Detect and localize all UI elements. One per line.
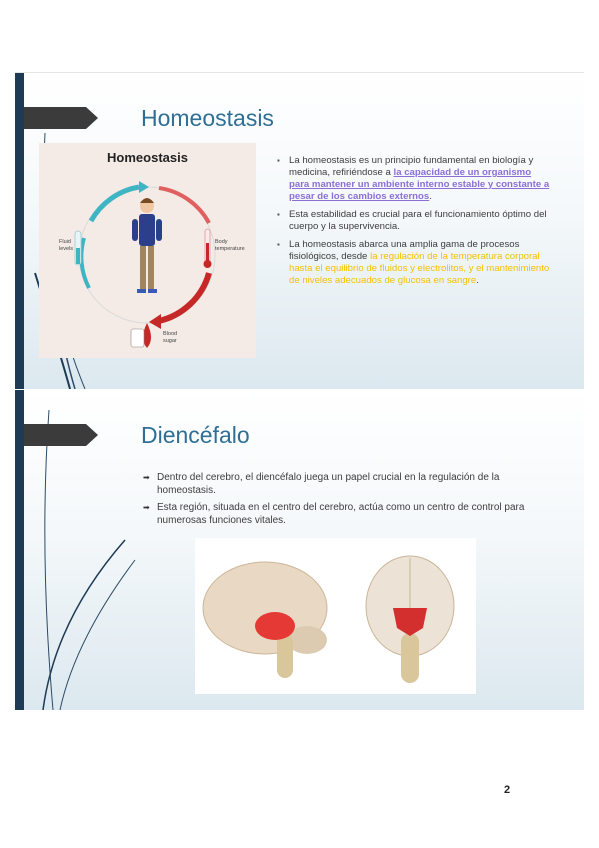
slide-title: Diencéfalo (141, 422, 250, 448)
bullet-item: Dentro del cerebro, el diencéfalo juega … (143, 472, 553, 497)
bullet-text: Esta región, situada en el centro del ce… (157, 502, 525, 526)
brain-graphic (202, 555, 455, 683)
bullet-text-end: . (476, 275, 479, 286)
page-number: 2 (504, 784, 511, 796)
left-accent-bar (15, 390, 24, 710)
bullet-text: La homeostasis abarca una amplia gama de… (289, 239, 520, 262)
body-temperature-label: Body temperature (215, 239, 245, 252)
brain-illustration (195, 538, 476, 694)
bullet-item: La homeostasis es un principio fundament… (277, 155, 552, 203)
bullet-text: Esta estabilidad es crucial para el func… (289, 209, 547, 232)
diagram-title: Homeostasis (107, 150, 188, 165)
fluid-levels-label: Fluid levels (59, 239, 74, 252)
slide-homeostasis: Homeostasis Homeostasis (15, 72, 584, 389)
bullet-text: La homeostasis es un principio fundament… (289, 155, 534, 178)
definition-link[interactable]: la capacidad de un organismo para manten… (289, 167, 550, 202)
bullet-item: La homeostasis abarca una amplia gama de… (277, 239, 552, 287)
homeostasis-diagram: Homeostasis (39, 143, 256, 358)
slide-title: Homeostasis (141, 105, 274, 131)
bullet-text: Dentro del cerebro, el diencéfalo juega … (157, 472, 500, 496)
slide-diencefalo: Diencéfalo Dentro del cerebro, el diencé… (15, 390, 584, 710)
homeostasis-cycle-graphic (74, 181, 216, 348)
left-accent-bar (15, 73, 24, 389)
blood-sugar-label: Blood sugar (163, 331, 178, 344)
bullet-text-end: . (429, 191, 432, 202)
bullet-item: Esta estabilidad es crucial para el func… (277, 209, 552, 233)
bullet-item: Esta región, situada en el centro del ce… (143, 502, 553, 527)
highlighted-text: la regulación de la temperatura corporal… (289, 251, 550, 286)
arrow-tab-decoration (24, 424, 98, 446)
arrow-tab-decoration (24, 107, 98, 129)
homeostasis-bullet-list: La homeostasis es un principio fundament… (277, 155, 552, 293)
diencefalo-bullet-list: Dentro del cerebro, el diencéfalo juega … (143, 472, 553, 532)
